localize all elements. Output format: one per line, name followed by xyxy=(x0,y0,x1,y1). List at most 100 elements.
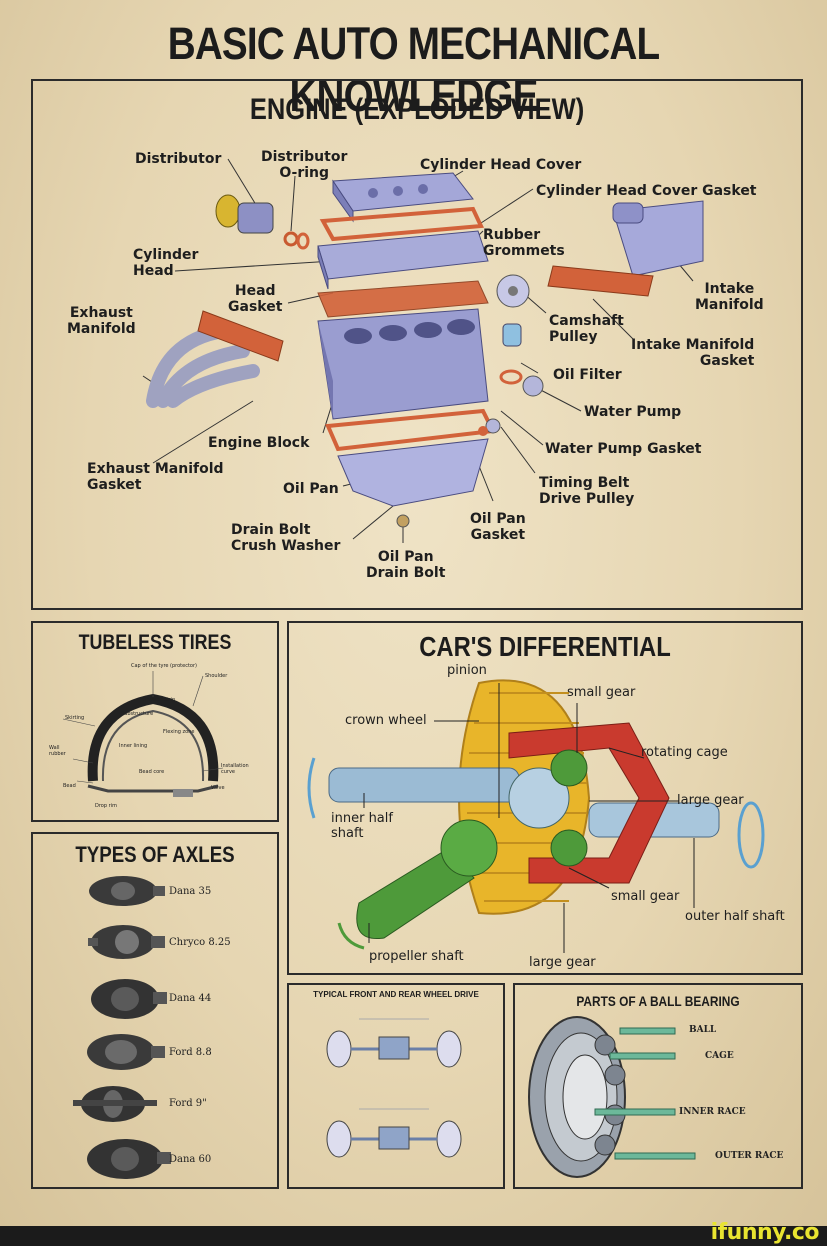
tire-label-substructure: Substructure xyxy=(121,711,154,717)
watermark-logo: ifunny.co xyxy=(710,1220,820,1245)
label-oil-pan-gasket: Oil Pan Gasket xyxy=(470,511,526,543)
oil-pan-icon xyxy=(337,438,489,507)
differential-illustration xyxy=(307,679,765,953)
engine-illustration xyxy=(142,158,704,543)
label-camshaft-pulley: Camshaft Pulley xyxy=(549,313,624,345)
tire-label-bead-core: Bead core xyxy=(139,769,165,775)
axle-dana60-icon xyxy=(87,1139,171,1179)
head-gasket-icon xyxy=(317,280,489,318)
label-head-gasket: Head Gasket xyxy=(228,283,283,315)
tires-title: TUBELESS TIRES xyxy=(78,631,232,654)
tire-label-bead: Bead xyxy=(63,783,76,789)
distributor-icon xyxy=(215,194,299,247)
axle-ford88-icon xyxy=(87,1034,165,1070)
cover-gasket-icon xyxy=(319,206,485,242)
engine-block-icon xyxy=(317,308,489,420)
intake-manifold-gasket-icon xyxy=(547,265,654,297)
label-water-pump-gasket: Water Pump Gasket xyxy=(545,441,702,457)
large-gear-icon xyxy=(508,767,570,829)
bearing-illustration xyxy=(528,1016,696,1178)
label-rubber-grommets: Rubber Grommets xyxy=(483,227,565,259)
tire-label-drop-rim: Drop rim xyxy=(95,803,117,809)
axle-label-4: Ford 9" xyxy=(169,1098,207,1109)
propeller-shaft-icon xyxy=(356,847,475,940)
axle-label-5: Dana 60 xyxy=(169,1154,212,1165)
tire-label-cap: Cap of the tyre (protector) xyxy=(131,663,197,669)
small-gear-bottom-icon xyxy=(550,829,588,867)
label-distributor-oring: Distributor O-ring xyxy=(261,149,348,181)
tire-cross-section-illustration xyxy=(62,671,224,797)
label-intake-manifold-gasket: Intake Manifold Gasket xyxy=(631,337,755,369)
axle-chryco-icon xyxy=(88,925,165,959)
label-cylinder-head-cover-gasket: Cylinder Head Cover Gasket xyxy=(536,183,757,199)
differential-title: CAR'S DIFFERENTIAL xyxy=(419,631,671,662)
label-intake-manifold: Intake Manifold xyxy=(695,281,764,313)
bearing-label-cage: CAGE xyxy=(705,1051,734,1061)
poster-title: BASIC AUTO MECHANICAL KNOWLEDGE xyxy=(167,18,660,121)
diff-label-propeller-shaft: propeller shaft xyxy=(369,949,464,964)
bearing-panel: PARTS OF A BALL BEARING BALL CAGE INNER … xyxy=(513,983,803,1189)
label-water-pump: Water Pump xyxy=(584,404,682,420)
axle-label-0: Dana 35 xyxy=(169,886,212,897)
diff-label-small-gear-bottom: small gear xyxy=(611,889,680,904)
timing-pulley-icon xyxy=(485,418,501,434)
label-engine-block: Engine Block xyxy=(208,435,310,451)
tire-label-wall-rubber: Wall rubber xyxy=(49,745,66,757)
axle-dana44-icon xyxy=(91,979,167,1019)
inner-half-shaft-icon xyxy=(328,767,520,803)
tires-panel: TUBELESS TIRES Cap of the tyre (protecto… xyxy=(31,621,279,822)
label-exhaust-manifold-gasket: Exhaust Manifold Gasket xyxy=(87,461,224,493)
engine-title: ENGINE (EXPLODED VIEW) xyxy=(249,93,585,126)
tire-label-skirting: Skirting xyxy=(65,715,85,721)
engine-panel: ENGINE (EXPLODED VIEW) xyxy=(31,79,803,610)
tire-label-inner-lining: Inner lining xyxy=(119,743,148,749)
label-oil-filter: Oil Filter xyxy=(553,367,622,383)
cylinder-head-icon xyxy=(317,230,489,290)
axles-title: TYPES OF AXLES xyxy=(75,842,235,867)
intake-manifold-icon xyxy=(612,200,704,277)
tire-label-breaker-strip: Breaker strip xyxy=(143,697,176,703)
water-pump-icon xyxy=(522,375,544,397)
tire-label-installation-curve: Installation curve xyxy=(221,763,249,775)
diff-label-outer-half-shaft: outer half shaft xyxy=(685,909,785,924)
watermark-bar: ifunny.co xyxy=(0,1220,827,1246)
diff-label-large-gear-bottom: large gear xyxy=(529,955,596,970)
label-cylinder-head-cover: Cylinder Head Cover xyxy=(420,157,582,173)
bearing-label-outer-race: OUTER RACE xyxy=(715,1151,784,1161)
axle-label-2: Dana 44 xyxy=(169,993,212,1004)
label-cylinder-head: Cylinder Head xyxy=(133,247,199,279)
diff-label-large-gear-right: large gear xyxy=(677,793,744,808)
diff-label-small-gear-top: small gear xyxy=(567,685,636,700)
axles-illustration xyxy=(73,876,171,1179)
bearing-label-ball: BALL xyxy=(689,1025,717,1035)
oil-filter-icon xyxy=(502,323,522,347)
label-timing-belt-drive-pulley: Timing Belt Drive Pulley xyxy=(539,475,635,507)
water-pump-gasket-icon xyxy=(499,369,523,385)
label-oil-pan: Oil Pan xyxy=(283,481,339,497)
tire-label-shoulder: Shoulder xyxy=(205,673,228,679)
axle-label-3: Ford 8.8 xyxy=(169,1047,212,1058)
axle-dana35-icon xyxy=(89,876,165,906)
label-exhaust-manifold: Exhaust Manifold xyxy=(67,305,136,337)
axle-label-1: Chryco 8.25 xyxy=(169,937,231,948)
pinion-icon xyxy=(440,819,498,877)
exhaust-gasket-icon xyxy=(197,310,284,362)
diff-label-crown-wheel: crown wheel xyxy=(345,713,427,728)
bearing-label-inner-race: INNER RACE xyxy=(679,1107,746,1117)
drain-bolt-icon xyxy=(396,514,410,528)
label-oil-pan-drain-bolt: Oil Pan Drain Bolt xyxy=(366,549,446,581)
diff-label-inner-half-shaft: inner half shaft xyxy=(331,811,393,841)
diff-label-rotating-cage: rotating cage xyxy=(641,745,728,760)
wheel-drive-title: TYPICAL FRONT AND REAR WHEEL DRIVE xyxy=(313,990,479,999)
tire-label-valve: Valve xyxy=(211,785,225,791)
cylinder-head-cover-icon xyxy=(332,172,474,223)
axles-panel: TYPES OF AXLES Dana 35 Chryco 8.25 Dana … xyxy=(31,832,279,1189)
small-gear-top-icon xyxy=(550,749,588,787)
wheel-drive-illustration xyxy=(326,1018,462,1158)
label-distributor: Distributor xyxy=(135,151,222,167)
differential-panel: CAR'S DIFFERENTIAL xyxy=(287,621,803,975)
wheel-drive-panel: TYPICAL FRONT AND REAR WHEEL DRIVE xyxy=(287,983,505,1189)
bearing-title: PARTS OF A BALL BEARING xyxy=(576,993,740,1009)
axle-ford9-icon xyxy=(73,1086,157,1122)
